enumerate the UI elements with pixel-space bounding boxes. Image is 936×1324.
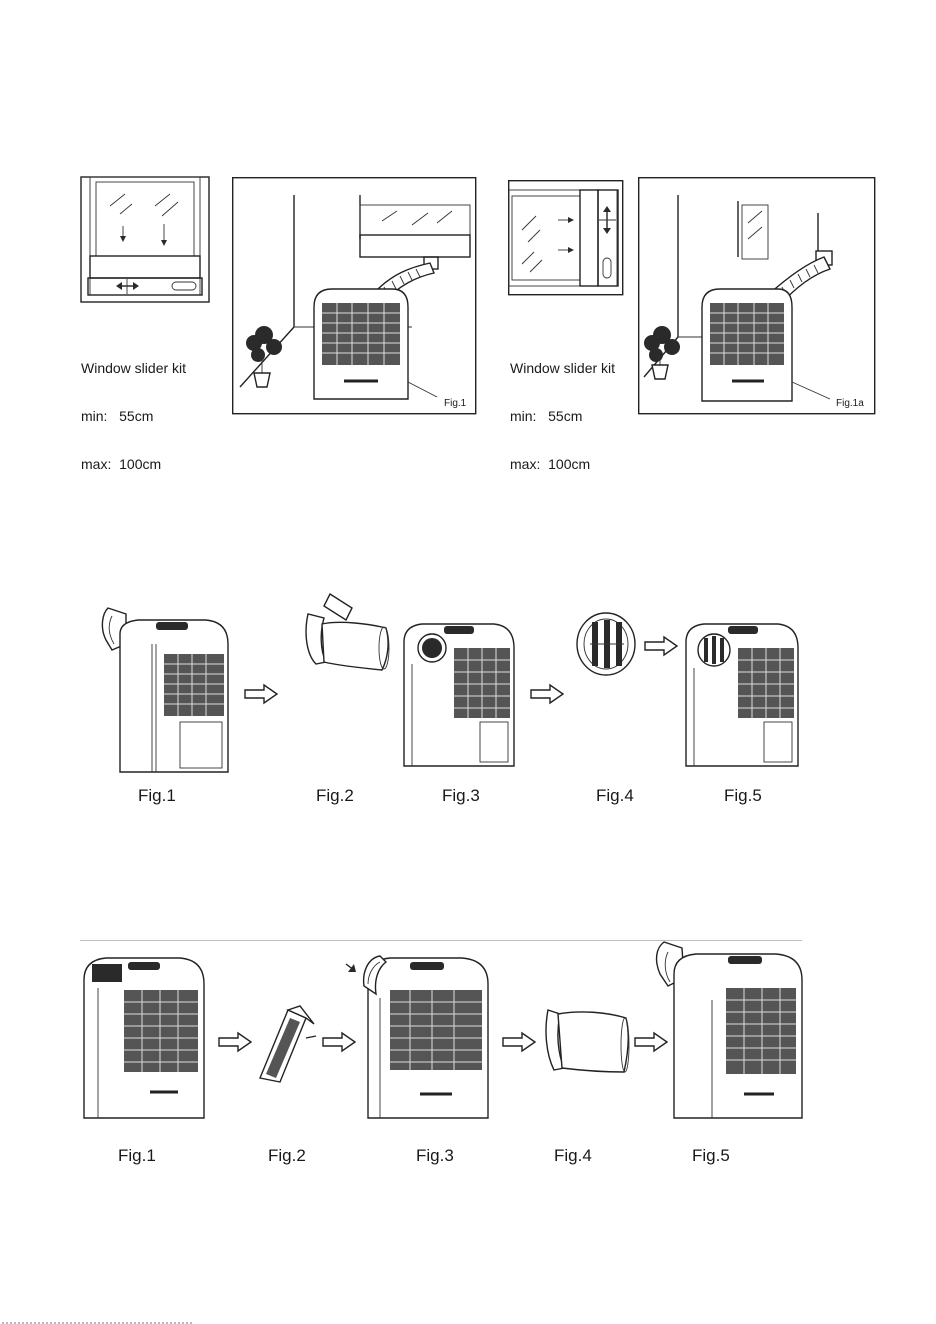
left-kit-title: Window slider kit [81,360,186,376]
row3-fig3-label: Fig.3 [416,1146,454,1166]
arrow-right-icon [530,684,564,704]
row2-fig5-label: Fig.5 [724,786,762,806]
arrow-right-icon [644,636,678,656]
left-kit-min: min: 55cm [81,408,186,424]
right-kit-max: max: 100cm [510,456,615,472]
row2-fig2-label: Fig.2 [316,786,354,806]
room-install-icon [638,177,876,415]
left-kit-label: Window slider kit min: 55cm max: 100cm [81,328,186,488]
right-kit-min: min: 55cm [510,408,615,424]
row3-fig2-label: Fig.2 [268,1146,306,1166]
room-install-icon [232,177,477,415]
panel-tag-right: Fig.1a [836,398,864,409]
air-conditioner-icon [96,604,236,780]
row3-fig4-label: Fig.4 [554,1146,592,1166]
round-grille-icon [574,610,640,678]
row2-fig3-label: Fig.3 [442,786,480,806]
right-kit-title: Window slider kit [510,360,615,376]
page-footer-artifact [2,1319,192,1324]
arrow-right-icon [218,1032,252,1052]
air-conditioner-icon [400,618,518,768]
air-conditioner-icon [340,950,494,1122]
air-conditioner-icon [682,618,802,768]
panel-tag-left: Fig.1 [444,398,466,409]
arrow-right-icon [244,684,278,704]
exhaust-nozzle-icon [540,1000,632,1076]
air-conditioner-icon [80,952,208,1122]
right-kit-label: Window slider kit min: 55cm max: 100cm [510,328,615,488]
exhaust-nozzle-icon [300,588,392,672]
left-kit-max: max: 100cm [81,456,186,472]
window-slider-icon [508,180,624,296]
window-slider-icon [80,176,212,304]
bracket-icon [250,1004,322,1084]
arrow-right-icon [502,1032,536,1052]
row2-fig1-label: Fig.1 [138,786,176,806]
row3-fig5-label: Fig.5 [692,1146,730,1166]
air-conditioner-icon [652,940,806,1122]
row3-fig1-label: Fig.1 [118,1146,156,1166]
row2-fig4-label: Fig.4 [596,786,634,806]
